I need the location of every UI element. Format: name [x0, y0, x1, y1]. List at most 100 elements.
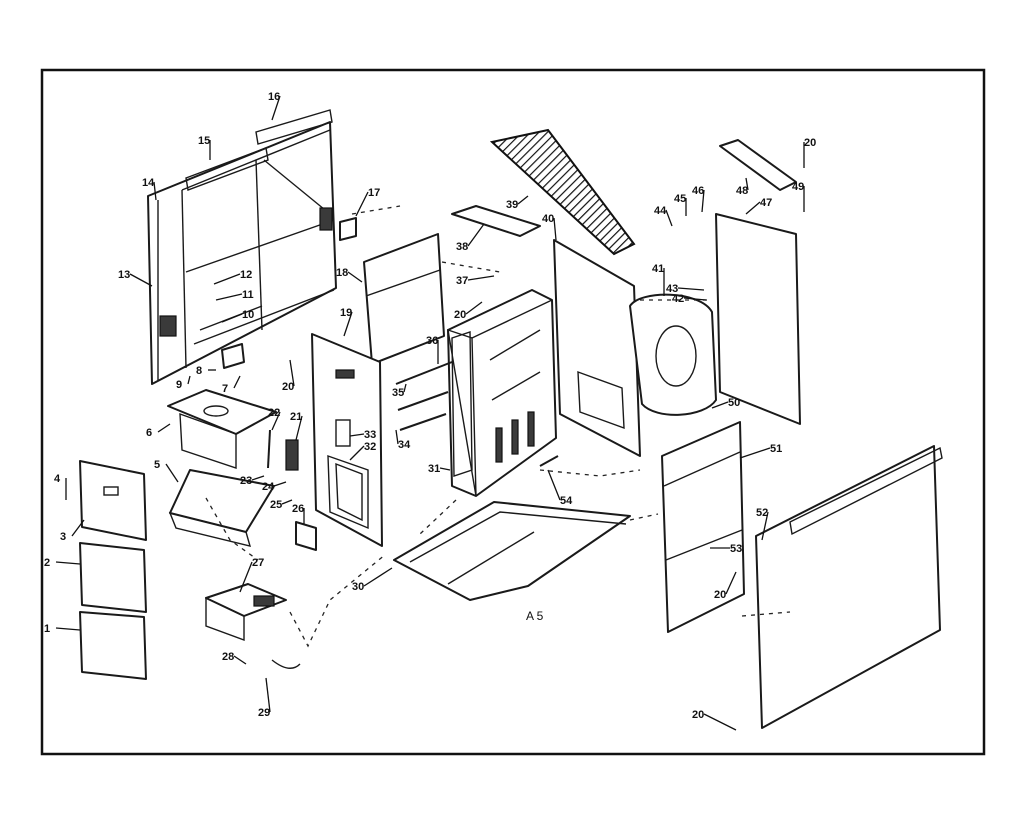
callout-leader-37	[467, 275, 495, 281]
callout-leader-13	[129, 273, 153, 287]
callout-12: 12	[240, 269, 252, 281]
callout-leader-14	[153, 181, 157, 201]
door-panel-middle	[79, 542, 147, 613]
callout-39: 39	[506, 199, 518, 211]
door-panel-upper	[79, 460, 147, 541]
callout-49: 49	[792, 181, 804, 193]
callout-leader-31	[439, 467, 451, 471]
callout-46: 46	[692, 185, 704, 197]
rear-panel	[715, 213, 801, 425]
callout-50: 50	[728, 397, 740, 409]
callout-33: 33	[364, 429, 376, 441]
callout-22: 22	[268, 407, 280, 419]
callout-leader-25	[281, 499, 293, 505]
callout-leader-51	[739, 447, 771, 459]
callout-leader-18	[347, 271, 363, 283]
side-panel	[661, 421, 745, 633]
gas-valve-assembly	[267, 419, 351, 471]
callout-52: 52	[756, 507, 768, 519]
callout-leader-22	[271, 411, 281, 431]
callout-leader-5	[165, 463, 179, 483]
callout-leader-17	[355, 191, 369, 217]
callout-leader-29	[265, 677, 271, 713]
callout-7: 7	[222, 383, 228, 395]
callout-leader-34	[395, 429, 399, 445]
cover-plate	[295, 521, 317, 551]
large-side-panel	[755, 445, 943, 729]
callout-labels: 1234567891011121314151617181920202020202…	[44, 91, 816, 721]
callout-leader-47	[745, 201, 761, 215]
callout-leader-1	[55, 627, 81, 631]
callout-48: 48	[736, 185, 748, 197]
callout-leader-3	[71, 519, 85, 537]
callout-leader-23	[251, 475, 265, 481]
callout-leader-44	[665, 209, 673, 227]
callout-leader-7	[233, 375, 241, 389]
callout-leader-54	[547, 469, 561, 501]
blower-partition-panel	[553, 239, 641, 457]
callout-51: 51	[770, 443, 782, 455]
drain-pan	[168, 469, 275, 547]
heat-exchanger	[447, 289, 557, 497]
callout-3: 3	[60, 531, 66, 543]
callout-16: 16	[268, 91, 280, 103]
callout-29: 29	[258, 707, 270, 719]
callout-leader-24	[273, 481, 287, 487]
callout-37: 37	[456, 275, 468, 287]
callout-leader-30	[363, 567, 393, 587]
top-grille	[489, 128, 636, 256]
left-cabinet-frame	[147, 109, 337, 385]
callout-leader-43	[677, 287, 705, 291]
callout-54: 54	[560, 495, 573, 507]
callout-leader-19	[343, 311, 353, 337]
callout-13: 13	[118, 269, 130, 281]
gas-burner-assembly	[205, 583, 301, 670]
callout-8: 8	[196, 365, 202, 377]
callout-leader-10	[221, 313, 243, 323]
callout-30: 30	[352, 581, 364, 593]
door-panel-lower	[79, 611, 147, 680]
diagram-border	[40, 68, 986, 756]
top-cover-strip	[719, 139, 797, 191]
callout-leader-39	[517, 195, 529, 205]
callout-18: 18	[336, 267, 348, 279]
callout-26: 26	[292, 503, 304, 515]
callout-24: 24	[262, 481, 275, 493]
flue-pipe	[539, 455, 559, 467]
gasket-plate	[221, 343, 245, 369]
callout-leader-46	[701, 189, 705, 213]
callout-35: 35	[392, 387, 404, 399]
callout-leader-38	[467, 223, 485, 247]
callout-2: 2	[44, 557, 50, 569]
callout-leader-2	[55, 561, 81, 565]
callout-15: 15	[198, 135, 210, 147]
callout-leader-11	[215, 293, 243, 301]
callout-6: 6	[146, 427, 152, 439]
callout-20: 20	[804, 137, 816, 149]
filter-rack	[393, 501, 631, 601]
callout-9: 9	[176, 379, 182, 391]
callout-32: 32	[364, 441, 376, 453]
callout-leader-52	[761, 511, 769, 541]
callout-41: 41	[652, 263, 664, 275]
callout-11: 11	[242, 289, 254, 301]
callout-25: 25	[270, 499, 282, 511]
callout-leaders	[55, 95, 805, 731]
callout-leader-12	[213, 273, 241, 285]
callout-4: 4	[54, 473, 61, 485]
callout-43: 43	[666, 283, 678, 295]
callout-leader-48	[745, 177, 749, 191]
callout-53: 53	[730, 543, 742, 555]
callout-1: 1	[44, 623, 50, 635]
burner-mounting-panel	[311, 333, 383, 547]
combustion-chamber-top	[167, 389, 277, 469]
callout-34: 34	[398, 439, 411, 451]
callout-leader-20	[289, 359, 295, 387]
callout-leader-32	[349, 445, 365, 461]
top-front-panel	[363, 233, 445, 365]
callout-leader-9	[187, 375, 191, 385]
callout-28: 28	[222, 651, 234, 663]
callout-leader-28	[233, 655, 247, 665]
callout-23: 23	[240, 475, 252, 487]
